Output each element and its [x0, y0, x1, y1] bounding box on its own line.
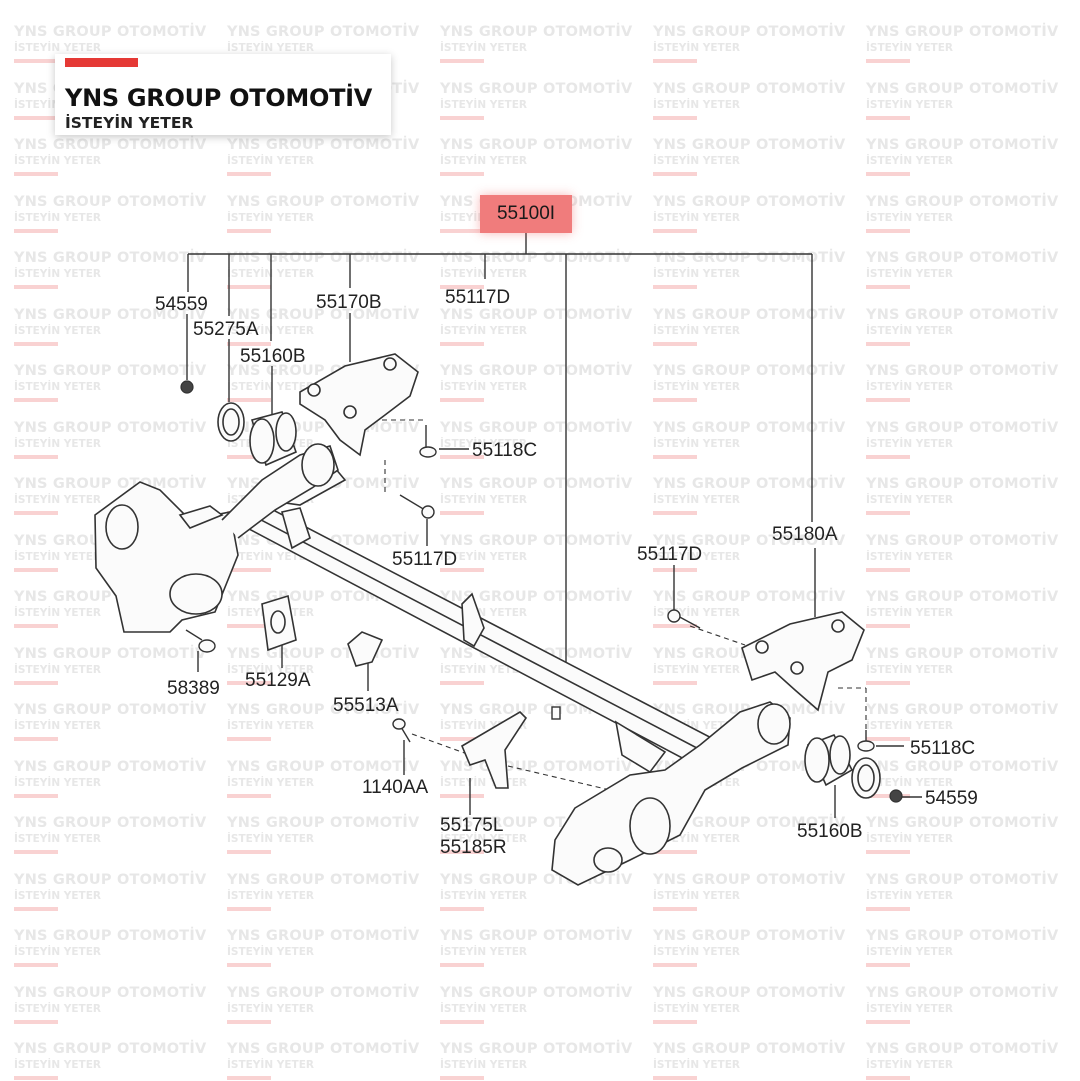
label-55513a: 55513A: [333, 695, 399, 716]
label-54559-right: 54559: [925, 788, 978, 809]
highlighted-part-number: 55100I: [496, 203, 556, 224]
label-55117d-right: 55117D: [637, 544, 702, 565]
label-55117d-top: 55117D: [445, 287, 510, 308]
label-55175l: 55175L: [440, 815, 503, 836]
assembly-hint-lines: [382, 419, 867, 791]
left-bracket: [299, 353, 419, 457]
washers: [217, 402, 881, 799]
bolts: [185, 425, 875, 752]
right-bracket: [741, 611, 865, 712]
label-55129a: 55129A: [245, 670, 311, 691]
brand-title: YNS GROUP OTOMOTİV: [65, 84, 373, 112]
bushings: [249, 411, 854, 787]
label-55160b-bottom: 55160B: [797, 821, 863, 842]
label-55160b-top: 55160B: [240, 346, 306, 367]
label-1140aa: 1140AA: [362, 777, 429, 798]
brand-accent-bar: [65, 58, 138, 67]
leader-lines: [186, 233, 922, 818]
right-trailing-arm: [551, 701, 791, 886]
highlighted-part-box: [480, 195, 572, 233]
label-58389: 58389: [167, 678, 220, 699]
label-55118c-top: 55118C: [472, 440, 537, 461]
label-55185r: 55185R: [440, 837, 507, 858]
label-55118c-right: 55118C: [910, 738, 975, 759]
nuts: [180, 380, 903, 803]
brand-logo: YNS GROUP OTOMOTİV İSTEYİN YETER: [55, 54, 391, 135]
label-55117d-mid: 55117D: [392, 549, 457, 570]
label-55275a: 55275A: [193, 319, 259, 340]
left-trailing-arm: [94, 443, 339, 633]
label-55170b: 55170B: [316, 292, 382, 313]
label-54559-top: 54559: [155, 294, 208, 315]
brand-subtitle: İSTEYİN YETER: [65, 114, 194, 132]
plates: [261, 592, 528, 789]
part-labels: 54559 55275A 55160B 55170B 55117D 55118C…: [155, 287, 978, 858]
label-55180a: 55180A: [772, 524, 838, 545]
